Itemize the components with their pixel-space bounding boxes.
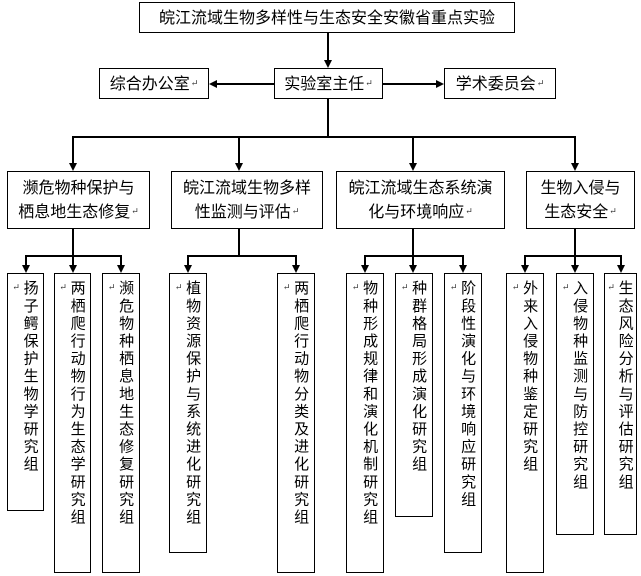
research-group-box: 入侵物种监测与防控研究组↵ [556, 273, 594, 535]
arrow-down-icon [409, 265, 417, 273]
connector-line [72, 229, 74, 255]
research-group-box: 阶段性演化与环境响应研究组↵ [444, 273, 482, 553]
department-box: 皖江流域生物多样性监测与评估↵ [171, 171, 323, 229]
connector-line [72, 136, 575, 138]
office-box: 综合办公室↵ [99, 68, 209, 99]
arrow-down-icon [521, 265, 529, 273]
lab-title-box: 皖江流域生物多样性与生态安全安徽省重点实验 [139, 2, 515, 33]
arrow-down-icon [292, 265, 300, 273]
department-box: 濒危物种保护与栖息地生态修复↵ [7, 171, 150, 229]
committee-label: 学术委员会 [455, 73, 536, 93]
research-group-box: 两栖爬行动物行为生态学研究组↵ [54, 273, 91, 573]
connector-line [383, 83, 436, 85]
research-group-box: 生态风险分析与评估研究组↵ [604, 273, 637, 535]
arrow-down-icon [184, 265, 192, 273]
paragraph-mark-icon: ↵ [365, 78, 373, 89]
arrow-down-icon [69, 163, 77, 171]
connector-line [327, 33, 329, 60]
connector-line [574, 136, 576, 163]
paragraph-mark-icon: ↵ [291, 207, 300, 217]
arrow-left-icon [209, 80, 217, 88]
connector-line [120, 255, 122, 265]
paragraph-mark-icon: ↵ [607, 283, 618, 293]
connector-line [574, 229, 576, 255]
arrow-down-icon [69, 265, 77, 273]
connector-line [238, 229, 240, 255]
connector-line [574, 255, 576, 265]
research-group-box: 植物资源保护与系统进化研究组↵ [169, 273, 207, 553]
office-label: 综合办公室 [109, 73, 190, 93]
research-group-box: 扬子鳄保护生物学研究组↵ [7, 273, 44, 511]
arrow-down-icon [22, 265, 30, 273]
arrow-down-icon [571, 265, 579, 273]
paragraph-mark-icon: ↵ [351, 283, 363, 293]
lab-title: 皖江流域生物多样性与生态安全安徽省重点实验 [158, 7, 495, 27]
paragraph-mark-icon: ↵ [465, 207, 473, 217]
connector-line [620, 255, 622, 265]
arrow-right-icon [436, 80, 444, 88]
arrow-down-icon [571, 163, 579, 171]
paragraph-mark-icon: ↵ [174, 283, 186, 293]
paragraph-mark-icon: ↵ [609, 207, 617, 217]
arrow-down-icon [361, 265, 369, 273]
research-group-box: 两栖爬行动物分类及进化研究组↵ [277, 273, 315, 573]
paragraph-mark-icon: ↵ [400, 283, 412, 293]
connector-line [187, 255, 296, 257]
arrow-down-icon [117, 265, 125, 273]
connector-line [25, 255, 27, 265]
paragraph-mark-icon: ↵ [131, 207, 139, 217]
paragraph-mark-icon: ↵ [59, 283, 70, 293]
research-group-box: 种群格局形成演化研究组↵ [395, 273, 433, 517]
paragraph-mark-icon: ↵ [12, 283, 23, 293]
paragraph-mark-icon: ↵ [107, 283, 119, 293]
connector-line [217, 83, 274, 85]
director-label: 实验室主任 [284, 73, 365, 93]
connector-line [327, 99, 329, 136]
connector-line [524, 255, 526, 265]
research-group-box: 外来入侵物种鉴定研究组↵ [506, 273, 544, 573]
director-box: 实验室主任↵ [274, 68, 383, 99]
arrow-down-icon [324, 60, 332, 68]
connector-line [412, 136, 414, 163]
connector-line [524, 255, 621, 257]
paragraph-mark-icon: ↵ [561, 283, 573, 293]
arrow-down-icon [617, 265, 625, 273]
paragraph-mark-icon: ↵ [282, 283, 294, 293]
research-group-box: 物种形成规律和演化机制研究组↵ [346, 273, 384, 573]
department-box: 皖江流域生态系统演化与环境响应↵ [336, 171, 505, 229]
connector-line [72, 255, 74, 265]
connector-line [364, 255, 366, 265]
paragraph-mark-icon: ↵ [536, 78, 545, 89]
connector-line [364, 255, 463, 257]
committee-box: 学术委员会↵ [444, 68, 556, 99]
paragraph-mark-icon: ↵ [511, 283, 523, 293]
connector-line [238, 136, 240, 163]
arrow-down-icon [459, 265, 467, 273]
department-box: 生物入侵与生态安全↵ [526, 171, 635, 229]
connector-line [412, 255, 414, 265]
arrow-down-icon [409, 163, 417, 171]
connector-line [187, 255, 189, 265]
connector-line [462, 255, 464, 265]
connector-line [412, 229, 414, 255]
research-group-box: 濒危物种栖息地生态修复研究组↵ [102, 273, 140, 573]
paragraph-mark-icon: ↵ [449, 283, 461, 293]
connector-line [295, 255, 297, 265]
paragraph-mark-icon: ↵ [190, 78, 199, 89]
arrow-down-icon [235, 163, 243, 171]
connector-line [72, 136, 74, 163]
